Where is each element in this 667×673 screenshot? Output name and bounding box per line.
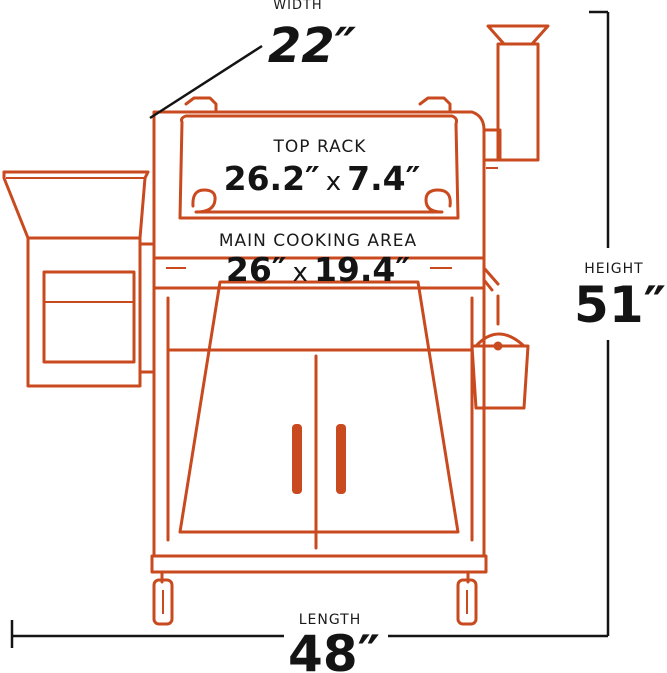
width-leader-line [149,44,263,120]
right-wheel [456,578,478,626]
grill-base [150,554,488,626]
height-label: HEIGHT [584,261,643,277]
dimension-lines [10,10,610,648]
top-rack-label: TOP RACK [273,137,367,157]
grill-cabinet [152,256,486,558]
grill-illustration [2,24,550,626]
height-value: 51″ [574,276,666,334]
length-value: 48″ [288,625,380,673]
length-label: LENGTH [299,612,362,628]
pellet-hopper [2,170,156,388]
left-wheel [152,578,174,626]
chimney [482,24,550,169]
width-value: 22″ [268,18,357,74]
main-cooking-area-label: MAIN COOKING AREA [219,231,417,251]
width-label: WIDTH [273,0,322,13]
left-door-handle [292,424,302,494]
grill-lid [152,96,486,260]
right-door-handle [336,424,346,494]
